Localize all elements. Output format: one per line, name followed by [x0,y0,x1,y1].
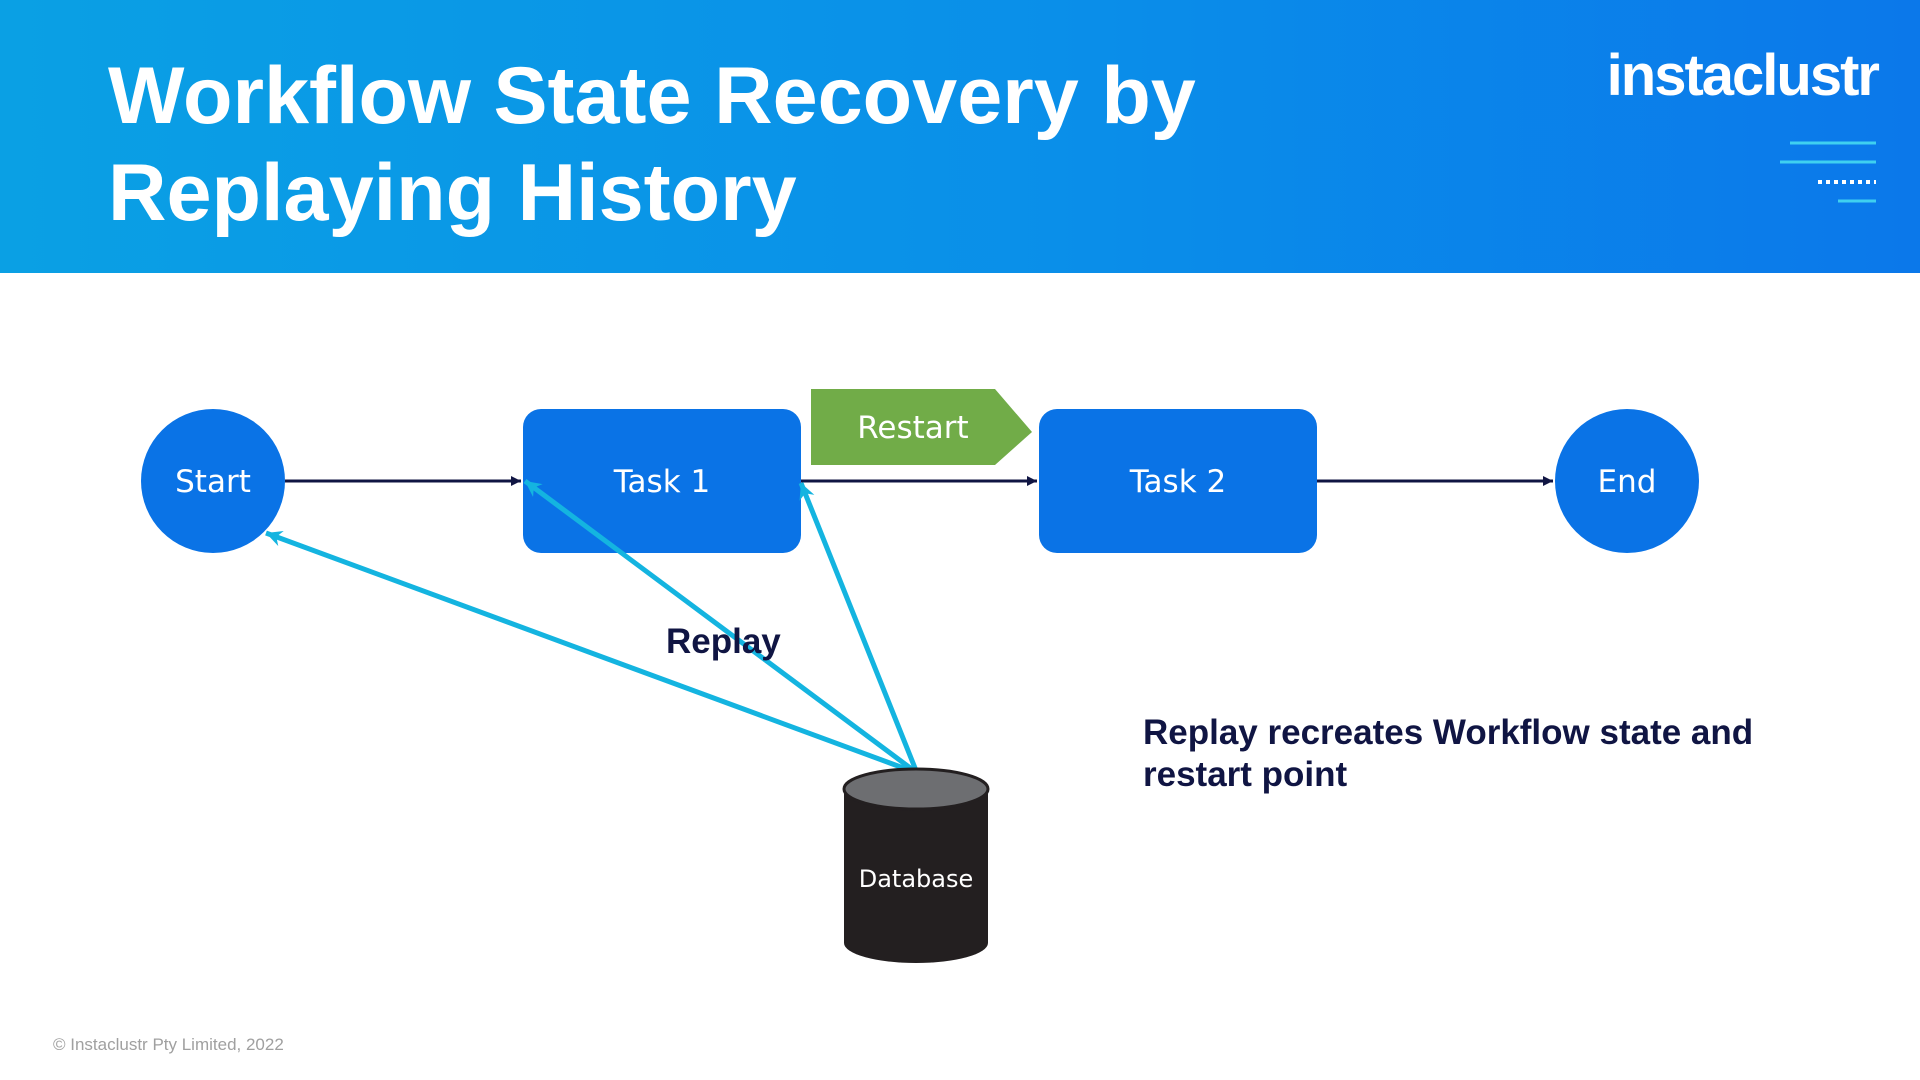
restart-tag-label: Restart [857,410,968,446]
database-cylinder: Database [842,767,990,963]
end-node-label: End [1598,464,1657,500]
replay-arrow-to-start [265,530,918,776]
start-node-label: Start [175,464,251,500]
instaclustr-logo: instaclustr [1606,43,1880,108]
replay-arrow-to-task1-right [798,482,920,774]
copyright-footer: © Instaclustr Pty Limited, 2022 [53,1035,284,1054]
start-node: Start [141,409,285,553]
replay-arrow-to-task1 [523,478,919,776]
diagram-caption: Replay recreates Workflow state and rest… [1143,713,1754,794]
replay-label: Replay [666,622,781,661]
task1-node: Task 1 [523,409,801,553]
slide-header: Workflow State Recovery by Replaying His… [0,0,1920,273]
task1-node-label: Task 1 [613,464,710,500]
end-node: End [1555,409,1699,553]
slide-title: Workflow State Recovery by Replaying His… [108,48,1308,242]
workflow-diagram: Start Task 1 Restart Task 2 End Database [141,389,1699,963]
database-label: Database [859,865,974,893]
task2-node: Task 2 [1039,409,1317,553]
slide-title-line-2: Replaying History [108,148,797,238]
restart-tag: Restart [811,389,1032,465]
logo-lines-icon [1780,141,1876,203]
slide-title-line-1: Workflow State Recovery by [108,51,1196,141]
task2-node-label: Task 2 [1129,464,1226,500]
